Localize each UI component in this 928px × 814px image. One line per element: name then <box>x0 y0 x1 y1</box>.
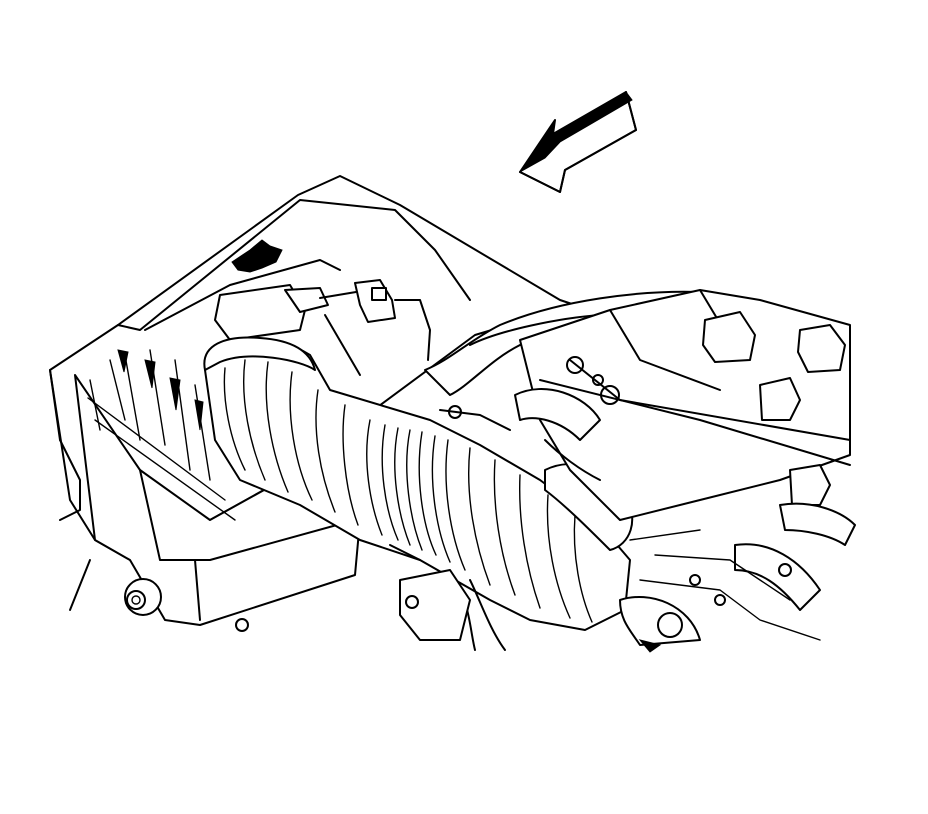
view-direction-arrow-icon <box>519 91 637 193</box>
decal-logo-icon <box>231 239 283 273</box>
engine-top <box>389 289 856 653</box>
mass-airflow-sensor <box>214 279 431 376</box>
mounting-bolt-icon <box>124 578 162 616</box>
